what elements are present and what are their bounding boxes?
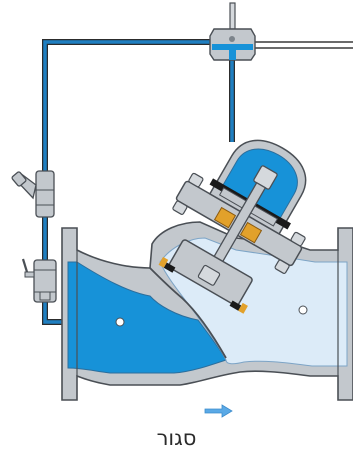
valve-state-caption: סגור xyxy=(156,426,197,450)
flow-direction-arrow-icon xyxy=(204,404,233,418)
pilot-valve xyxy=(209,2,256,61)
ball-valve xyxy=(21,258,57,303)
control-tubing xyxy=(42,39,353,325)
strainer xyxy=(11,170,55,218)
actuator-assembly xyxy=(158,139,307,314)
main-valve-body xyxy=(61,221,353,401)
